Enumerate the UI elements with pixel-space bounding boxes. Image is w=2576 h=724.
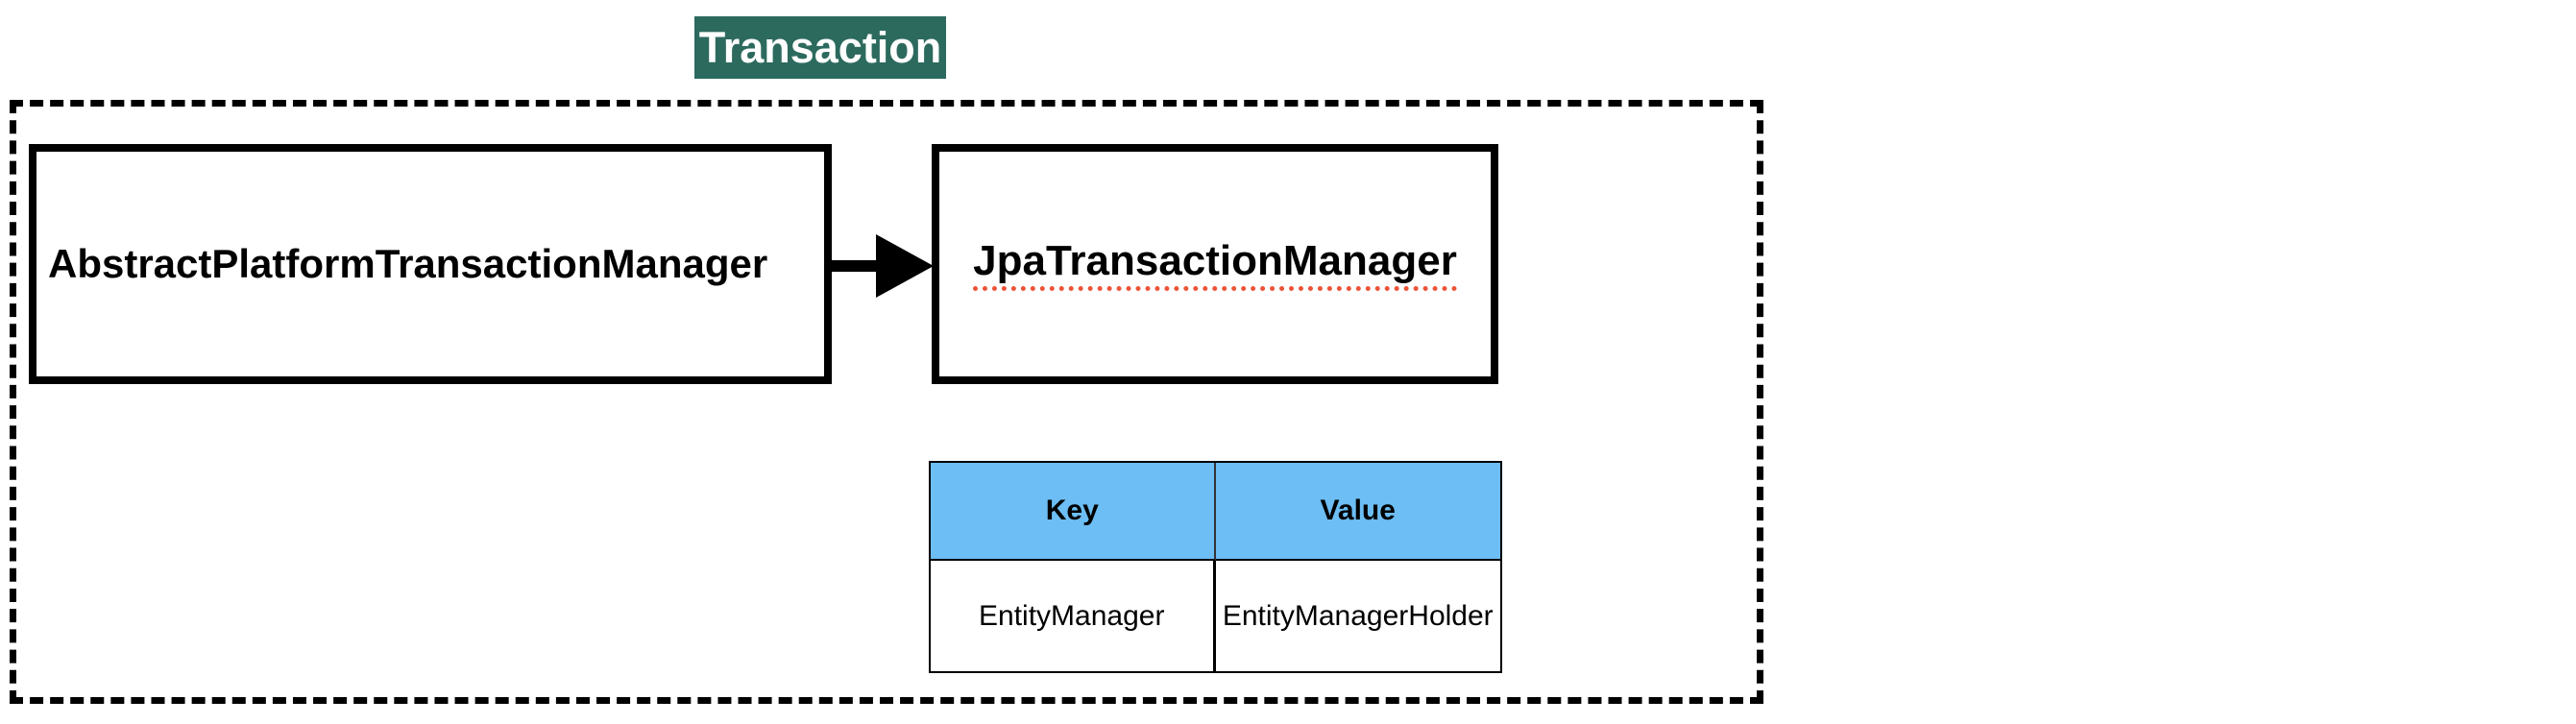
table-header-value: Value <box>1215 463 1500 561</box>
node-abstract-platform-transaction-manager-label: AbstractPlatformTransactionManager <box>48 241 768 286</box>
table-header-value-label: Value <box>1320 495 1396 526</box>
transaction-title-label: Transaction <box>698 22 942 72</box>
node-jpa-transaction-manager[interactable]: JpaTransactionManager <box>932 144 1498 384</box>
table-cell-entity-manager-holder: EntityManagerHolder <box>1216 561 1501 671</box>
node-abstract-platform-transaction-manager[interactable]: AbstractPlatformTransactionManager <box>29 144 832 384</box>
table-cell-entity-manager: EntityManager <box>931 561 1216 671</box>
table-header-key-label: Key <box>1045 495 1099 526</box>
node-jpa-transaction-manager-label: JpaTransactionManager <box>973 237 1457 291</box>
connector-arrow-right-icon[interactable] <box>824 234 934 298</box>
table-header-key: Key <box>931 463 1216 561</box>
table-cell-entity-manager-holder-label: EntityManagerHolder <box>1222 599 1494 632</box>
binding-table[interactable]: Key Value EntityManager EntityManagerHol… <box>929 461 1502 673</box>
table-cell-entity-manager-label: EntityManager <box>979 599 1165 632</box>
transaction-boundary <box>10 100 1763 704</box>
transaction-title-badge[interactable]: Transaction <box>694 16 946 79</box>
